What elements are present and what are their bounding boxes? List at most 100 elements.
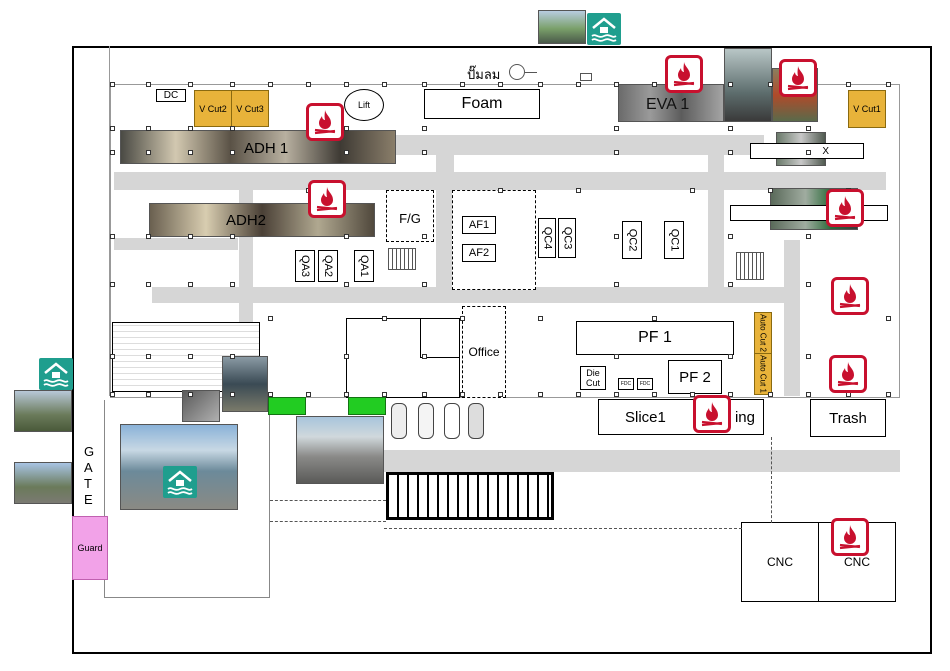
column-marker bbox=[344, 234, 349, 239]
column-marker bbox=[230, 82, 235, 87]
column-marker bbox=[188, 282, 193, 287]
column-marker bbox=[498, 188, 503, 193]
column-marker bbox=[146, 282, 151, 287]
fire-hazard-icon[interactable] bbox=[829, 355, 867, 393]
column-marker bbox=[498, 82, 503, 87]
column-marker bbox=[306, 82, 311, 87]
column-marker bbox=[110, 354, 115, 359]
fire-hazard-icon[interactable] bbox=[306, 103, 344, 141]
site-boundary bbox=[72, 46, 932, 654]
room-qc4: QC4 bbox=[538, 218, 556, 258]
column-marker bbox=[614, 354, 619, 359]
safe-house-icon[interactable] bbox=[39, 358, 73, 390]
car-1 bbox=[391, 403, 407, 439]
yard-photo bbox=[296, 416, 384, 484]
fire-hazard-icon[interactable] bbox=[693, 395, 731, 433]
adh1-label: ADH 1 bbox=[244, 140, 289, 157]
column-marker bbox=[344, 82, 349, 87]
room-trash: Trash bbox=[810, 399, 886, 437]
aisle-upper bbox=[114, 172, 886, 190]
small-box-icon bbox=[580, 73, 592, 81]
column-marker bbox=[230, 392, 235, 397]
column-marker bbox=[806, 282, 811, 287]
column-marker bbox=[768, 188, 773, 193]
dashed-fence-v bbox=[771, 437, 772, 523]
outside-photo-left-1 bbox=[14, 390, 72, 432]
room-qc1: QC1 bbox=[664, 221, 684, 259]
column-marker bbox=[768, 392, 773, 397]
column-marker bbox=[422, 354, 427, 359]
gate-label: G A T E bbox=[84, 444, 95, 507]
column-marker bbox=[230, 234, 235, 239]
safe-house-icon[interactable] bbox=[163, 466, 197, 498]
fire-hazard-icon[interactable] bbox=[779, 59, 817, 97]
column-marker bbox=[344, 126, 349, 131]
room-cnc-1: CNC bbox=[741, 522, 819, 602]
column-marker bbox=[230, 126, 235, 131]
fdc-box-2: FDC bbox=[637, 378, 653, 390]
column-marker bbox=[230, 282, 235, 287]
fire-hazard-icon[interactable] bbox=[831, 518, 869, 556]
column-marker bbox=[146, 392, 151, 397]
column-marker bbox=[382, 316, 387, 321]
column-marker bbox=[146, 150, 151, 155]
column-marker bbox=[460, 82, 465, 87]
room-af2: AF2 bbox=[462, 244, 496, 262]
column-marker bbox=[652, 82, 657, 87]
column-marker bbox=[768, 82, 773, 87]
air-pump-icon bbox=[509, 64, 525, 80]
aisle-v4 bbox=[784, 240, 800, 396]
column-marker bbox=[728, 150, 733, 155]
column-marker bbox=[230, 354, 235, 359]
column-marker bbox=[110, 282, 115, 287]
column-marker bbox=[188, 234, 193, 239]
column-marker bbox=[344, 354, 349, 359]
column-marker bbox=[344, 150, 349, 155]
fire-hazard-icon[interactable] bbox=[826, 189, 864, 227]
fire-hazard-icon[interactable] bbox=[308, 180, 346, 218]
room-qa2: QA2 bbox=[318, 250, 338, 282]
fire-hazard-icon[interactable] bbox=[665, 55, 703, 93]
room-pf1: PF 1 bbox=[576, 321, 734, 355]
column-marker bbox=[188, 354, 193, 359]
column-marker bbox=[614, 282, 619, 287]
column-marker bbox=[728, 282, 733, 287]
area-af-qc bbox=[452, 190, 536, 290]
safe-house-icon[interactable] bbox=[587, 13, 621, 45]
column-marker bbox=[382, 82, 387, 87]
column-marker bbox=[538, 392, 543, 397]
eva-label: EVA 1 bbox=[646, 96, 690, 113]
room-qc3: QC3 bbox=[558, 218, 576, 258]
storage-rack bbox=[386, 472, 554, 520]
column-marker bbox=[538, 82, 543, 87]
column-marker bbox=[728, 82, 733, 87]
column-marker bbox=[614, 150, 619, 155]
car-4 bbox=[468, 403, 484, 439]
column-marker bbox=[110, 234, 115, 239]
room-fg: F/G bbox=[386, 190, 434, 242]
column-marker bbox=[344, 392, 349, 397]
room-pf2: PF 2 bbox=[668, 360, 722, 394]
room-qa1: QA1 bbox=[354, 250, 374, 282]
column-marker bbox=[422, 126, 427, 131]
column-marker bbox=[498, 392, 503, 397]
column-marker bbox=[538, 316, 543, 321]
column-marker bbox=[268, 316, 273, 321]
column-marker bbox=[268, 82, 273, 87]
column-marker bbox=[422, 282, 427, 287]
pump-line bbox=[525, 72, 537, 73]
aisle-mid-left bbox=[114, 238, 238, 250]
room-qa3: QA3 bbox=[295, 250, 315, 282]
column-marker bbox=[806, 234, 811, 239]
column-marker bbox=[652, 316, 657, 321]
fire-hazard-icon[interactable] bbox=[831, 277, 869, 315]
aisle-v2 bbox=[436, 135, 454, 295]
car-2 bbox=[418, 403, 434, 439]
column-marker bbox=[110, 150, 115, 155]
column-marker bbox=[306, 392, 311, 397]
dashed-path bbox=[270, 500, 386, 522]
column-marker bbox=[728, 234, 733, 239]
fdc-box-1: FDC bbox=[618, 378, 634, 390]
column-marker bbox=[422, 234, 427, 239]
column-marker bbox=[690, 188, 695, 193]
